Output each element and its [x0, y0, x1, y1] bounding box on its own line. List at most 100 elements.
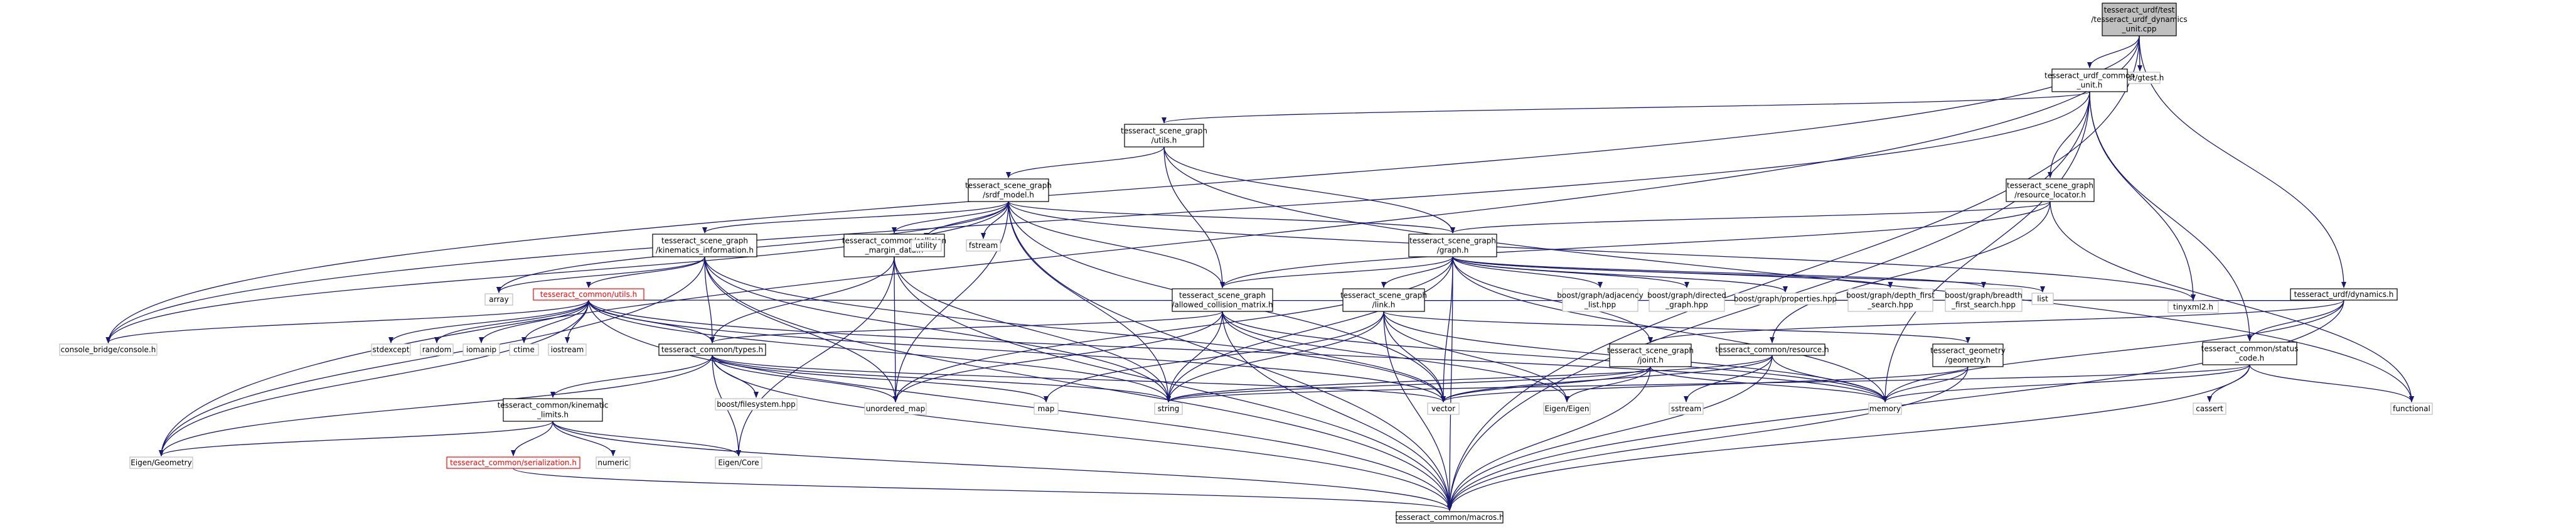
node-resource_locator[interactable]: tesseract_scene_graph/resource_locator.h — [2006, 178, 2095, 202]
node-label: tesseract_common/resource.h — [1715, 345, 1829, 354]
node-box — [1734, 293, 1836, 305]
node-common_unit[interactable]: tesseract_urdf_common_unit.h — [2044, 68, 2135, 92]
edge-common_utils-to-string — [588, 299, 1171, 402]
node-label: /resource_locator.h — [2014, 191, 2086, 200]
node-box — [1154, 402, 1183, 415]
node-label: boost/graph/properties.hpp — [1734, 294, 1837, 303]
edge-geometry-to-macros — [1447, 366, 1969, 511]
node-box — [2202, 342, 2297, 365]
node-sstream: sstream — [1669, 402, 1704, 415]
node-kin_limits[interactable]: tesseract_common/kinematic_limits.h — [498, 398, 609, 422]
node-box — [1427, 402, 1460, 415]
node-box — [1562, 288, 1638, 312]
node-kin_info[interactable]: tesseract_scene_graph/kinematics_informa… — [652, 234, 757, 257]
node-label: console_bridge/console.h — [61, 345, 156, 354]
node-label: /allowed_collision_matrix.h — [1172, 301, 1273, 310]
node-urdf_dynamics[interactable]: tesseract_urdf/dynamics.h — [2290, 288, 2398, 301]
node-macros[interactable]: tesseract_common/macros.h — [1395, 511, 1504, 524]
node-serialization[interactable]: tesseract_common/serialization.h — [446, 456, 580, 469]
node-box — [1034, 402, 1059, 415]
edge-root-to-common_unit — [2087, 35, 2140, 68]
node-box — [1342, 288, 1425, 312]
node-common_utils[interactable]: tesseract_common/utils.h — [533, 288, 644, 301]
node-box — [968, 178, 1049, 202]
node-iomanip: iomanip — [462, 343, 500, 356]
node-srdf_model[interactable]: tesseract_scene_graph/srdf_model.h — [965, 178, 1052, 202]
node-box — [1543, 402, 1591, 415]
node-acm[interactable]: tesseract_scene_graph/allowed_collision_… — [1172, 288, 1273, 312]
edge-srdf_model-to-sg_graph — [1008, 201, 1455, 234]
node-common_resource[interactable]: tesseract_common/resource.h — [1715, 343, 1829, 356]
node-box — [715, 456, 762, 469]
edge-srdf_model-to-collision_margin — [892, 201, 1009, 234]
node-box — [1847, 288, 1933, 312]
edge-kin_limits-to-macros — [552, 421, 1452, 511]
edge-common_resource-to-string — [1166, 355, 1773, 402]
node-label: boost/graph/adjacency — [1557, 291, 1643, 300]
node-label: _first_search.hpp — [1951, 301, 2016, 310]
edge-common_types-to-unordered_map — [712, 355, 898, 402]
node-label: sstream — [1671, 404, 1701, 413]
node-tinyxml2: tinyxml2.h — [2167, 301, 2219, 313]
edge-common_types-to-map — [712, 355, 1049, 402]
edge-acm-to-macros — [1222, 311, 1452, 511]
node-status_code[interactable]: tesseract_common/status_code.h — [2201, 342, 2299, 365]
edge-urdf_dynamics-to-status_code — [2247, 299, 2344, 342]
node-label: tesseract_urdf/test — [2104, 6, 2175, 14]
node-label: /graph.h — [1437, 246, 1469, 255]
edge-srdf_model-to-string — [1008, 201, 1171, 402]
edge-sg_joint-to-vector — [1441, 366, 1651, 402]
node-label: tesseract_scene_graph — [661, 237, 748, 245]
node-box — [1649, 288, 1725, 312]
node-box — [1124, 124, 1204, 148]
node-root[interactable]: tesseract_urdf/test/tesseract_urdf_dynam… — [2091, 3, 2188, 36]
edge-sg_joint-to-string — [1166, 366, 1651, 402]
edge-acm-to-string — [1166, 311, 1223, 402]
node-cassert: cassert — [2193, 402, 2226, 415]
node-label: tesseract_common/types.h — [661, 345, 763, 354]
node-label: boost/filesystem.hpp — [717, 400, 796, 409]
edge-kin_limits-to-numeric — [552, 421, 616, 456]
edge-sg_link-to-eigen_eigen — [1383, 311, 1569, 402]
edge-acm-to-vector — [1222, 311, 1446, 402]
node-fstream: fstream — [966, 239, 1001, 252]
node-box — [1669, 402, 1704, 415]
edge-kin_limits-to-eigen_core — [552, 421, 741, 456]
node-box — [596, 456, 631, 469]
edge-urdf_dynamics-to-sg_joint — [1648, 299, 2344, 343]
node-box — [1932, 343, 2004, 367]
node-sg_utils[interactable]: tesseract_scene_graph/utils.h — [1121, 124, 1207, 148]
node-sg_link[interactable]: tesseract_scene_graph/link.h — [1340, 288, 1427, 312]
node-box — [1408, 234, 1497, 257]
node-bg_dfs: boost/graph/depth_first_search.hpp — [1846, 288, 1935, 312]
node-geometry[interactable]: tesseract_geometry/geometry.h — [1930, 343, 2006, 367]
node-label: /geometry.h — [1945, 356, 1991, 365]
edge-sg_graph-to-memory — [1452, 256, 1888, 402]
node-common_types[interactable]: tesseract_common/types.h — [658, 343, 766, 356]
node-label: /srdf_model.h — [983, 191, 1034, 200]
node-label: fstream — [969, 241, 998, 250]
node-box — [911, 239, 942, 252]
edge-kin_info-to-eigen_geometry — [159, 256, 705, 456]
node-label: map — [1038, 404, 1055, 413]
node-label: /tesseract_urdf_dynamics — [2091, 15, 2187, 24]
node-utility: utility — [911, 239, 942, 252]
node-functional: functional — [2390, 402, 2433, 415]
node-label: tesseract_common/kinematic — [498, 401, 609, 410]
node-sg_graph[interactable]: tesseract_scene_graph/graph.h — [1408, 234, 1497, 257]
node-label: numeric — [597, 458, 628, 467]
node-label: array — [489, 295, 508, 304]
edge-common_unit-to-memory — [1883, 91, 2090, 402]
node-box — [1719, 343, 1825, 356]
node-label: iostream — [551, 345, 584, 354]
edge-common_utils-to-macros — [588, 299, 1452, 511]
node-box — [864, 402, 927, 415]
node-sg_joint[interactable]: tesseract_scene_graph/joint.h — [1607, 343, 1694, 367]
edge-common_utils-to-ctime — [521, 299, 589, 343]
node-label: string — [1158, 404, 1179, 413]
edge-kin_info-to-array — [496, 256, 705, 293]
edge-root-to-macros — [1447, 35, 2140, 511]
edge-srdf_model-to-tinyxml2 — [1008, 201, 2196, 301]
edge-sg_graph-to-bg_bfs — [1452, 256, 1986, 288]
